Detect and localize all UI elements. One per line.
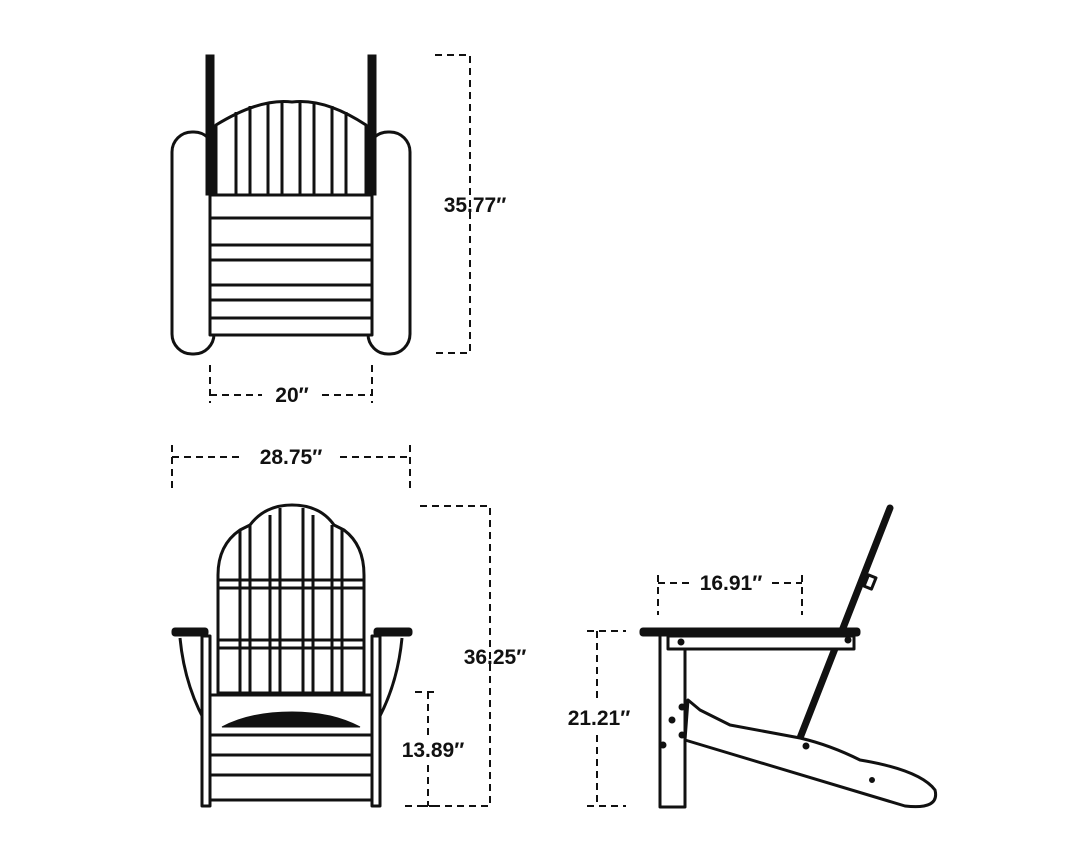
back-slat-lines — [234, 102, 348, 195]
front-view-chair — [171, 503, 413, 808]
dim-seat-height: 13.89″ — [402, 739, 465, 762]
front-seat — [208, 693, 374, 802]
seat-slats — [208, 193, 374, 337]
side-armrest — [639, 627, 861, 637]
dim-top-depth: 35.77″ — [444, 194, 507, 217]
left-arm-top — [171, 627, 209, 637]
dim-front-width: 28.75″ — [260, 446, 323, 469]
dim-arm-height: 21.21″ — [568, 707, 631, 730]
left-post — [205, 54, 215, 196]
right-arm-top — [373, 627, 413, 637]
side-arm-brace — [666, 634, 856, 651]
front-back-slats — [218, 508, 364, 693]
dim-front-height: 36.25″ — [464, 646, 527, 669]
chair-back — [216, 503, 366, 695]
seat-curve — [221, 711, 361, 728]
dimension-lines — [171, 54, 803, 807]
back-slats — [214, 99, 368, 197]
top-view-chair — [170, 54, 412, 356]
right-post — [367, 54, 377, 196]
side-backrest — [796, 504, 894, 742]
dim-top-seat-width: 20″ — [275, 384, 308, 407]
side-view-chair — [639, 504, 938, 809]
dim-side-seat-depth: 16.91″ — [700, 572, 763, 595]
